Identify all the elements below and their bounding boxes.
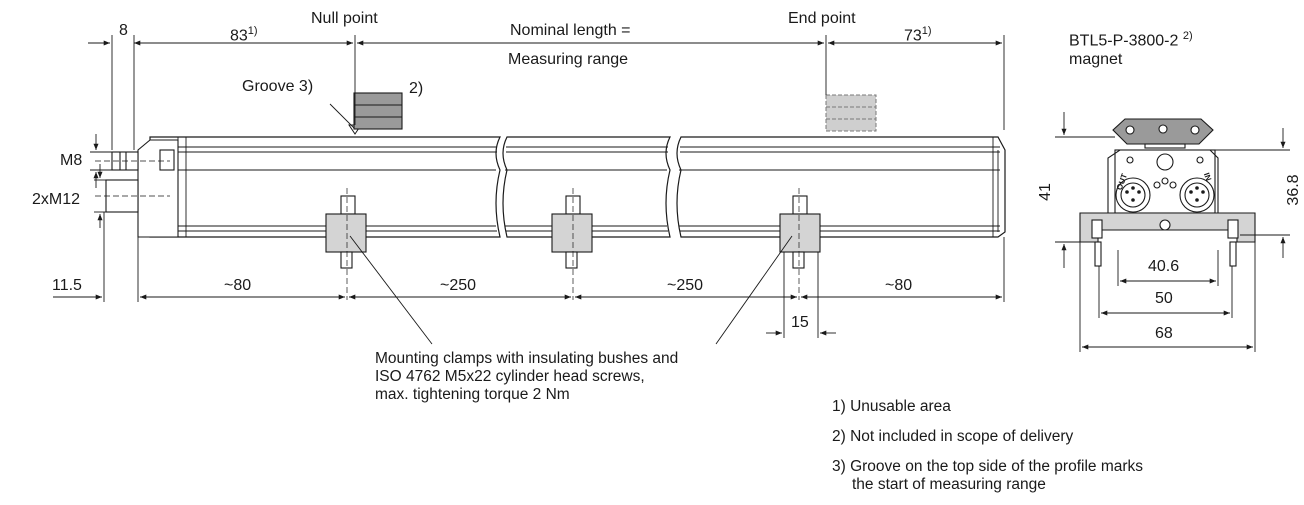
- dim-50: 50: [1155, 290, 1173, 307]
- mounting-clamps: [325, 195, 821, 269]
- magnet-front: [353, 92, 403, 130]
- sensor-head: [105, 139, 179, 238]
- measuring-range-label: Measuring range: [508, 51, 629, 68]
- magnet-ref-label: 2): [409, 80, 424, 97]
- clamp-note-line1: Mounting clamps with insulating bushes a…: [375, 350, 679, 367]
- magnet-label: BTL5-P-3800-2 2): [1069, 30, 1193, 50]
- dim-80-left: ~80: [224, 277, 252, 294]
- clamp-note-line2: ISO 4762 M5x22 cylinder head screws,: [375, 368, 645, 385]
- groove-label: Groove 3): [242, 78, 314, 95]
- dim-80-right: ~80: [885, 277, 913, 294]
- footnote-3: 3) Groove on the top side of the profile…: [832, 458, 1144, 475]
- side-view: [1079, 118, 1256, 267]
- profile-body: [149, 136, 1006, 238]
- dim-8: 8: [119, 22, 128, 39]
- profile-lines: [150, 137, 1000, 237]
- dim-15: 15: [791, 314, 809, 331]
- dim-250-b: ~250: [667, 277, 704, 294]
- dim-250-a: ~250: [440, 277, 477, 294]
- null-point-label: Null point: [311, 10, 378, 27]
- end-point-label: End point: [788, 10, 856, 27]
- dim-68: 68: [1155, 325, 1173, 342]
- clamp-note-line3: max. tightening torque 2 Nm: [375, 386, 570, 403]
- dim-73: 731): [904, 25, 932, 45]
- dim-41: 41: [1037, 183, 1054, 201]
- dim-36-8: 36.8: [1285, 174, 1302, 206]
- nominal-length-label: Nominal length =: [510, 22, 631, 39]
- dim-83: 831): [230, 25, 258, 45]
- footnote-2: 2) Not included in scope of delivery: [832, 428, 1074, 445]
- footnote-1: 1) Unusable area: [832, 398, 951, 415]
- footnote-3-cont: the start of measuring range: [852, 476, 1046, 493]
- dim-11-5: 11.5: [52, 277, 82, 294]
- dim-40-6: 40.6: [1148, 258, 1180, 275]
- m12-label: 2xM12: [32, 191, 81, 208]
- magnet-ghost: [825, 94, 877, 132]
- magnet-label-line2: magnet: [1069, 51, 1123, 68]
- m8-label: M8: [60, 152, 83, 169]
